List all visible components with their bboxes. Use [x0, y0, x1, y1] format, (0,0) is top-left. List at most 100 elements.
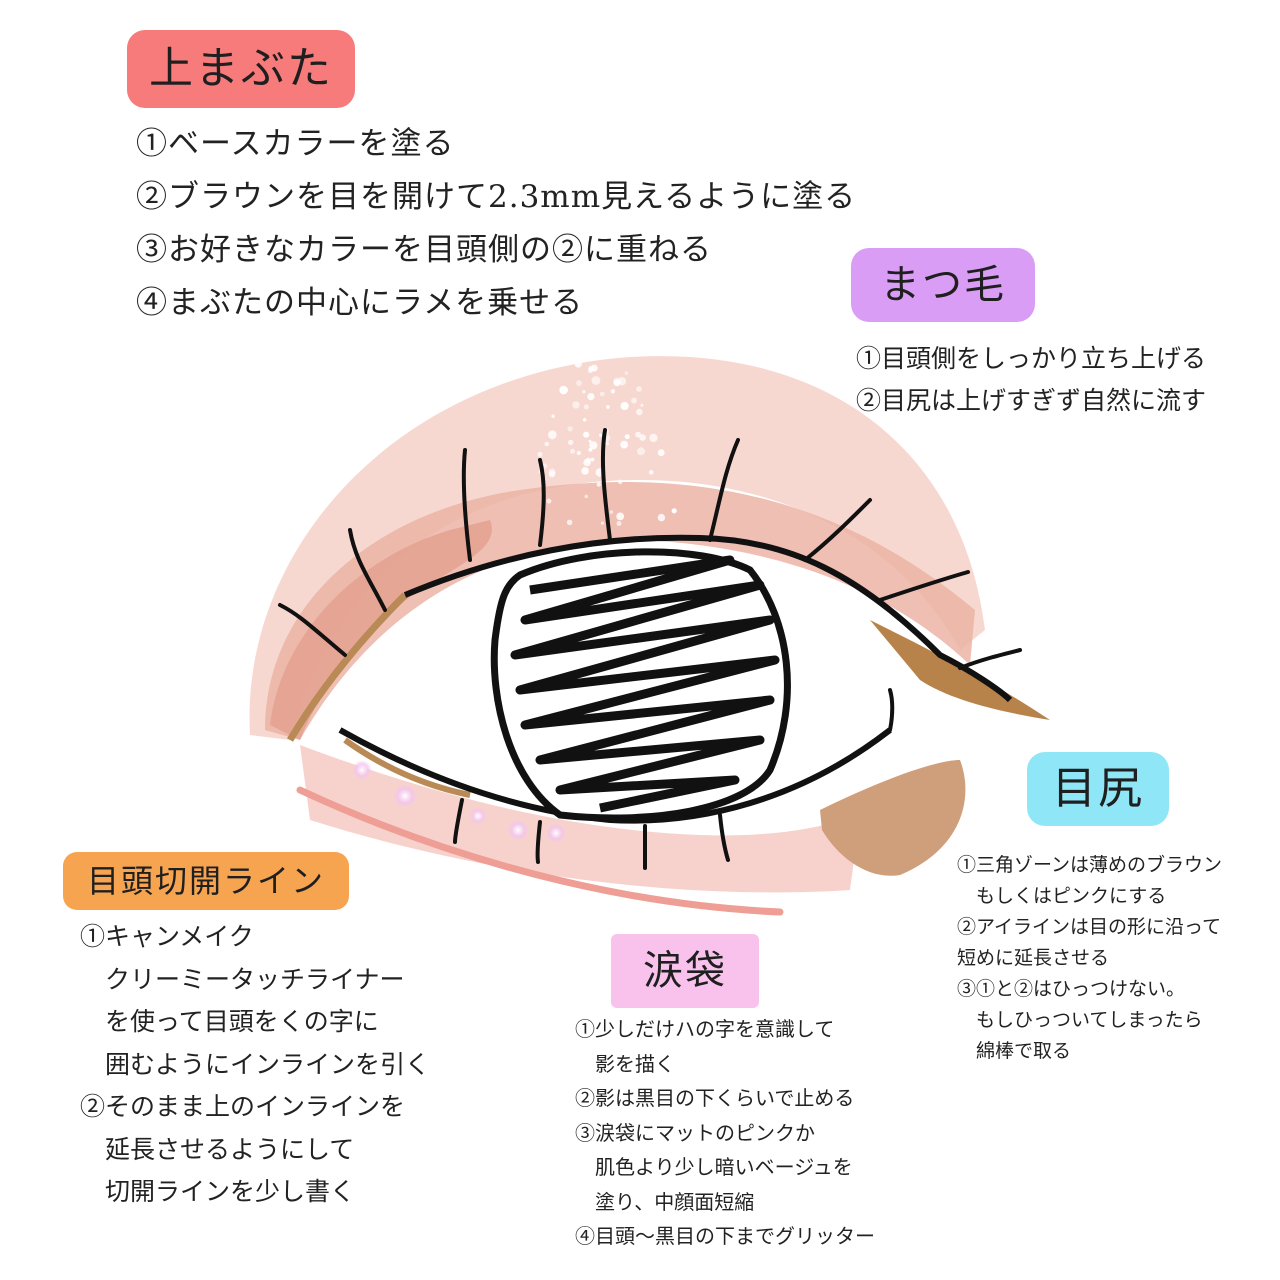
sparkle-dot	[617, 479, 623, 485]
sparkle-dot	[588, 439, 592, 443]
tear-bag-line-7: ④目頭〜黒目の下までグリッター	[575, 1224, 875, 1248]
outer-corner-line-2: もしくはピンクにする	[957, 885, 1167, 907]
sparkle-dot	[591, 376, 601, 385]
sparkle-dot	[583, 458, 591, 467]
upper-lid-step-4: ④まぶたの中心にラメを乗せる	[136, 285, 584, 321]
tear-bag-title: 涙袋	[611, 934, 759, 1008]
sparkle-dot	[590, 457, 595, 462]
inner-corner-line-5: ②そのまま上のインラインを	[80, 1092, 406, 1121]
tear-bag-line-1: ①少しだけハの字を意識して	[575, 1017, 835, 1041]
sparkle-dot	[649, 433, 658, 443]
tear-bag-steps: ①少しだけハの字を意識して 影を描く ②影は黒目の下くらいで止める ③涙袋にマッ…	[575, 1012, 875, 1254]
sparkle-dot	[636, 386, 642, 392]
outer-triangle-zone	[820, 760, 966, 876]
iris-scribble	[510, 555, 780, 813]
inner-corner-line-3: を使って目頭をくの字に	[80, 1007, 379, 1036]
inner-corner-title: 目頭切開ライン	[63, 852, 349, 910]
upper-lid-step-2: ②ブラウンを目を開けて2.3mm見えるように塗る	[136, 179, 857, 215]
sparkle-dot	[596, 482, 601, 487]
lower-lashes	[453, 688, 895, 870]
sparkle-dot	[567, 426, 573, 432]
sparkle-dot	[572, 401, 580, 409]
sparkle-dot	[599, 433, 603, 437]
sparkle-dot	[606, 405, 610, 409]
sparkle-dot	[581, 467, 589, 475]
sparkle-dot	[570, 448, 576, 454]
lashes-step-1: ①目頭側をしっかり立ち上げる	[856, 344, 1207, 373]
outer-corner-line-1: ①三角ゾーンは薄めのブラウン	[957, 854, 1223, 876]
sparkle-dot	[610, 389, 616, 394]
sparkle-dot	[587, 393, 595, 401]
sparkle-dot	[620, 440, 629, 449]
sparkle-dot	[600, 521, 605, 525]
sparkle-dot	[657, 449, 665, 457]
sparkle-dot	[605, 441, 609, 446]
inner-corner-line-4: 囲むようにインラインを引く	[80, 1049, 431, 1079]
sparkle-dot	[574, 360, 582, 368]
tear-bag-line-4: ③涙袋にマットのピンクか	[575, 1120, 815, 1145]
outer-corner-line-7: 綿棒で取る	[957, 1040, 1072, 1062]
lashes-title: まつ毛	[851, 248, 1035, 322]
sparkle-dot	[624, 371, 629, 375]
sparkle-dot	[640, 403, 644, 407]
upper-lid-step-3: ③お好きなカラーを目頭側の②に重ねる	[136, 232, 712, 268]
sparkle-dot	[548, 468, 556, 476]
upper-lashes	[278, 428, 1022, 670]
sparkle-dot	[671, 508, 677, 514]
sparkle-dot	[637, 447, 645, 456]
sparkle-dot	[544, 441, 550, 447]
outer-corner-line-3: ②アイラインは目の形に沿って	[957, 916, 1222, 938]
sparkle-dot	[613, 379, 621, 387]
sparkle-dot	[582, 390, 586, 394]
outer-corner-line-5: ③①と②はひっつけない。	[957, 978, 1186, 1000]
sparkle-dot	[583, 418, 587, 422]
sparkle-dot	[537, 451, 543, 457]
sparkle-dot	[616, 512, 625, 521]
sparkle-dot	[636, 408, 643, 416]
sparkle-dot	[561, 387, 565, 391]
sparkle-dot	[546, 498, 552, 504]
sparkle-dot	[631, 397, 637, 404]
lower-line-pink	[296, 786, 784, 916]
inner-corner-line-6: 延長させるようにして	[80, 1134, 355, 1164]
sparkle-dot	[568, 439, 574, 446]
outer-corner-title: 目尻	[1027, 752, 1169, 826]
outer-corner-line-4: 短めに延長させる	[957, 947, 1110, 969]
inner-corner-line-2: クリーミータッチライナー	[80, 964, 405, 994]
upper-lid-steps: ①ベースカラーを塗る ②ブラウンを目を開けて2.3mm見えるように塗る ③お好き…	[136, 118, 856, 330]
sparkle-dot	[547, 430, 557, 440]
inner-corner-line-7: 切開ラインを少し書く	[80, 1177, 356, 1206]
sparkle-dot	[609, 510, 614, 514]
outer-corner-steps: ①三角ゾーンは薄めのブラウン もしくはピンクにする ②アイラインは目の形に沿って…	[957, 850, 1222, 1067]
eyeshadow-base	[249, 356, 985, 740]
sparkle-dot	[624, 434, 630, 440]
inner-incision-line	[286, 592, 408, 742]
tear-bag-line-3: ②影は黒目の下くらいで止める	[575, 1086, 855, 1110]
tear-bag-line-2: 影を描く	[575, 1051, 675, 1076]
tear-bag	[300, 745, 860, 893]
sparkle-dot	[649, 470, 654, 475]
sparkle-dot	[599, 391, 605, 397]
sparkle-dot	[576, 380, 582, 386]
sparkle-dot	[616, 521, 622, 526]
lashes-step-2: ②目尻は上げすぎず自然に流す	[856, 386, 1207, 415]
sparkle-dot	[566, 519, 573, 526]
lashes-steps: ①目頭側をしっかり立ち上げる ②目尻は上げすぎず自然に流す	[856, 338, 1206, 422]
inner-corner-line-1: ①キャンメイク	[80, 922, 254, 951]
inner-corner-steps: ①キャンメイク クリーミータッチライナー を使って目頭をくの字に 囲むようにイン…	[80, 916, 430, 1214]
sparkle-dot	[589, 441, 598, 450]
sparkle-dot	[635, 431, 641, 438]
sparkle-dot	[657, 513, 666, 522]
sparkle-dot	[584, 494, 589, 499]
inner-lower-line	[343, 737, 471, 798]
lower-glitter	[352, 760, 566, 843]
outer-corner-line-6: もしひっついてしまったら	[957, 1009, 1203, 1031]
upper-lid-title: 上まぶた	[127, 30, 355, 108]
tear-bag-line-6: 塗り、中顔面短縮	[575, 1189, 755, 1214]
sparkle-dot	[639, 434, 646, 441]
sparkle-dot	[583, 404, 589, 410]
sparkle-dot	[588, 365, 595, 372]
sparkle-dot	[576, 451, 581, 455]
sparkle-dot	[583, 431, 590, 438]
